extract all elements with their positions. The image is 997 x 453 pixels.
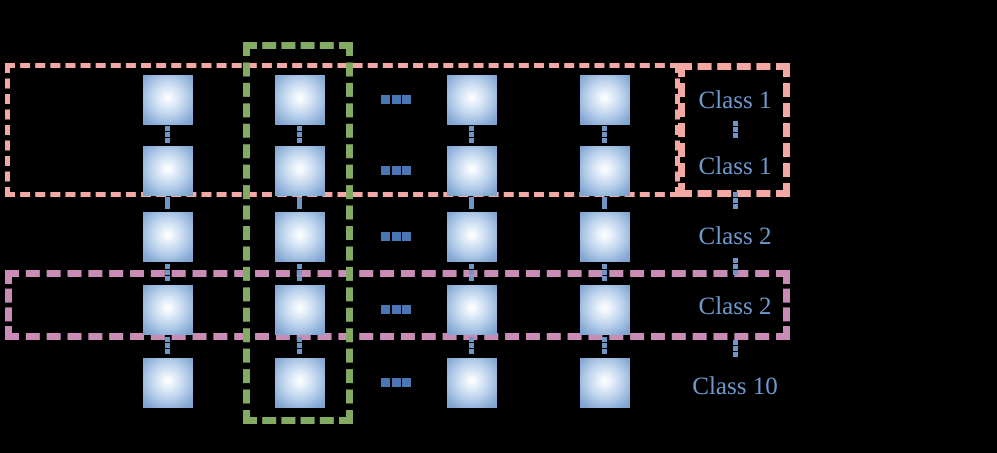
horizontal-ellipsis-row-3: [381, 232, 411, 241]
node-r1-c4[interactable]: [580, 75, 630, 125]
vertical-ellipsis-c3-r2r3: [469, 197, 474, 209]
vertical-ellipsis-c1-r4r5: [165, 337, 170, 354]
class-label-row-1: Class 1: [698, 87, 772, 114]
vertical-ellipsis-label-r3r4: [733, 258, 738, 275]
node-r1-c2[interactable]: [275, 75, 325, 125]
vertical-ellipsis-c4-r4r5: [602, 337, 607, 354]
vertical-ellipsis-c1-r1r2: [165, 126, 170, 143]
node-r4-c2[interactable]: [275, 285, 325, 335]
node-r4-c4[interactable]: [580, 285, 630, 335]
vertical-ellipsis-c3-r4r5: [469, 337, 474, 354]
group-box-orchid-row-4[interactable]: [5, 270, 790, 340]
group-box-pink-rows-1-2[interactable]: [5, 63, 680, 197]
vertical-ellipsis-c4-r1r2: [602, 126, 607, 143]
class-label-row-5: Class 10: [692, 373, 778, 400]
vertical-ellipsis-c2-r3r4: [297, 264, 302, 281]
vertical-ellipsis-c2-r2r3: [297, 197, 302, 209]
node-r2-c2[interactable]: [275, 146, 325, 196]
vertical-ellipsis-c3-r1r2: [469, 126, 474, 143]
node-r4-c3[interactable]: [447, 285, 497, 335]
node-r1-c3[interactable]: [447, 75, 497, 125]
node-r2-c4[interactable]: [580, 146, 630, 196]
vertical-ellipsis-c4-r2r3: [602, 197, 607, 209]
vertical-ellipsis-c2-r1r2: [297, 126, 302, 143]
node-r4-c1[interactable]: [143, 285, 193, 335]
node-r1-c1[interactable]: [143, 75, 193, 125]
class-label-row-4: Class 2: [698, 293, 772, 320]
vertical-ellipsis-c4-r3r4: [602, 264, 607, 281]
horizontal-ellipsis-row-5: [381, 378, 411, 387]
node-r5-c2[interactable]: [275, 358, 325, 408]
node-r3-c4[interactable]: [580, 212, 630, 262]
vertical-ellipsis-label-r4r5: [733, 340, 738, 357]
vertical-ellipsis-c1-r2r3: [165, 197, 170, 209]
class-label-row-3: Class 2: [698, 223, 772, 250]
horizontal-ellipsis-row-1: [381, 95, 411, 104]
node-r5-c1[interactable]: [143, 358, 193, 408]
vertical-ellipsis-label-r2r3: [733, 192, 738, 209]
node-r5-c4[interactable]: [580, 358, 630, 408]
horizontal-ellipsis-row-4: [381, 305, 411, 314]
group-box-green-column-2[interactable]: [243, 42, 353, 424]
class-label-row-2: Class 1: [698, 153, 772, 180]
node-r3-c1[interactable]: [143, 212, 193, 262]
node-r2-c1[interactable]: [143, 146, 193, 196]
node-r2-c3[interactable]: [447, 146, 497, 196]
node-r5-c3[interactable]: [447, 358, 497, 408]
vertical-ellipsis-c2-r4r5: [297, 337, 302, 354]
vertical-ellipsis-label-r1r2: [733, 121, 738, 138]
vertical-ellipsis-c3-r3r4: [469, 264, 474, 281]
node-r3-c2[interactable]: [275, 212, 325, 262]
horizontal-ellipsis-row-2: [381, 166, 411, 175]
node-r3-c3[interactable]: [447, 212, 497, 262]
vertical-ellipsis-c1-r3r4: [165, 264, 170, 281]
